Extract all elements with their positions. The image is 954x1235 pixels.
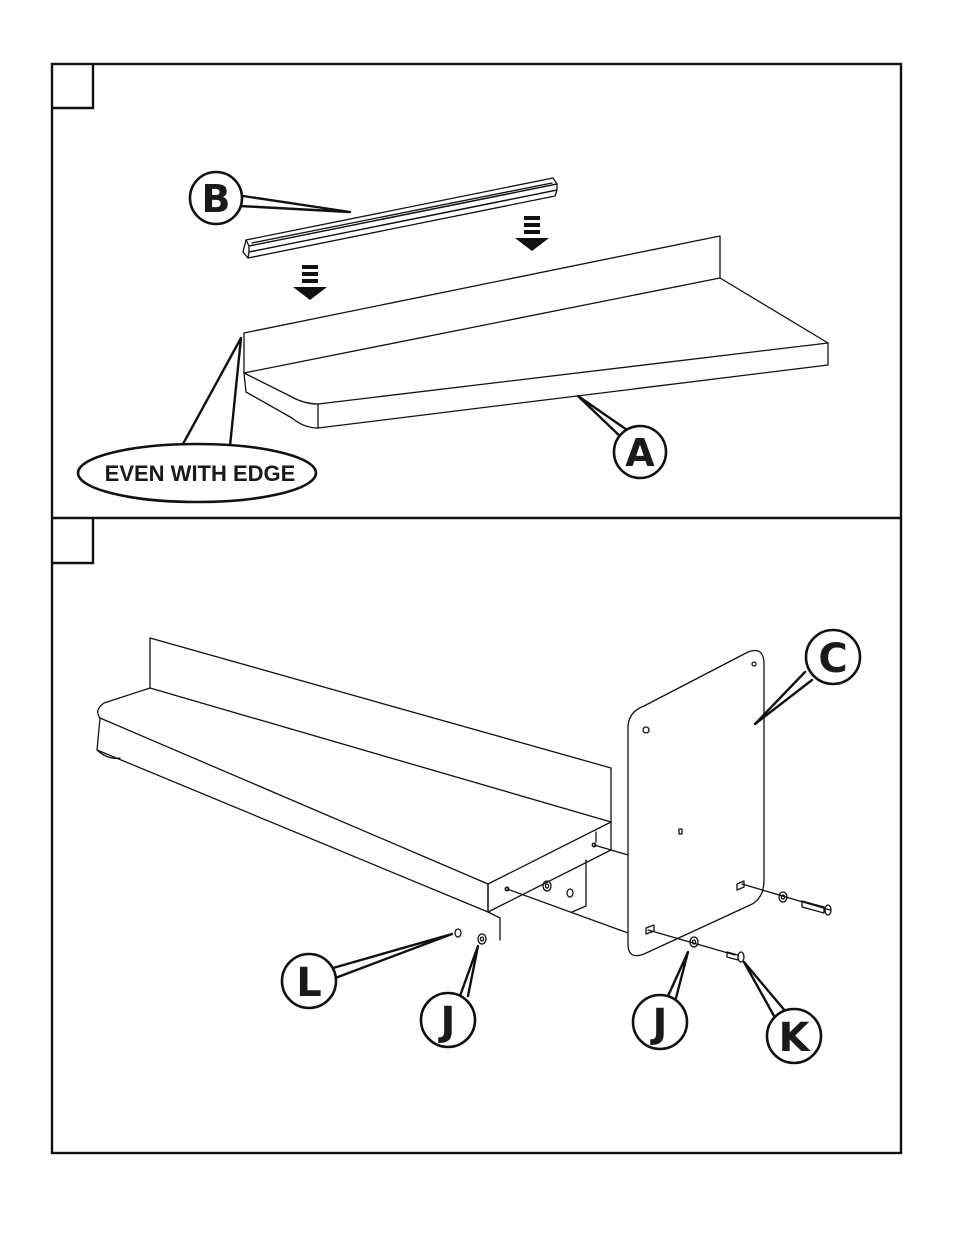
callout-c: C bbox=[755, 630, 860, 724]
shelf-a bbox=[244, 236, 828, 428]
step-2-panel: C L J J K bbox=[97, 630, 860, 1063]
rail-b bbox=[243, 178, 557, 258]
even-with-edge-note: EVEN WITH EDGE bbox=[78, 338, 316, 502]
even-with-edge-label: EVEN WITH EDGE bbox=[105, 461, 296, 486]
callout-k: K bbox=[744, 962, 821, 1063]
callout-k-label: K bbox=[779, 1015, 812, 1061]
bracket-slot bbox=[646, 925, 654, 934]
callout-a: A bbox=[578, 396, 666, 478]
callout-j-left: J bbox=[421, 946, 478, 1047]
step-1-panel: B A EVEN WITH EDGE bbox=[78, 172, 828, 502]
washer-j-shelf bbox=[543, 881, 573, 897]
nut-l bbox=[455, 929, 461, 937]
callout-j-right: J bbox=[633, 952, 688, 1049]
step-1-number-box bbox=[52, 64, 93, 108]
bracket-center-hole bbox=[679, 829, 682, 834]
down-arrow-icon bbox=[515, 216, 549, 251]
callout-b: B bbox=[190, 172, 350, 224]
shelf-assembly bbox=[97, 638, 611, 940]
bracket-slot bbox=[737, 881, 744, 890]
callout-b-label: B bbox=[202, 177, 231, 221]
callout-j-right-label: J bbox=[650, 1001, 668, 1047]
assembly-guide-lines bbox=[507, 845, 830, 955]
callout-j-left-label: J bbox=[438, 999, 456, 1045]
bracket-plate-c bbox=[628, 651, 764, 956]
washer-j-left bbox=[478, 934, 486, 944]
down-arrow-icon bbox=[293, 265, 327, 300]
callout-c-label: C bbox=[818, 636, 847, 682]
step-2-number-box bbox=[52, 518, 93, 563]
callout-l: L bbox=[282, 934, 452, 1008]
callout-a-label: A bbox=[625, 431, 655, 475]
diagram-frame bbox=[52, 64, 901, 1153]
callout-l-label: L bbox=[296, 960, 322, 1006]
